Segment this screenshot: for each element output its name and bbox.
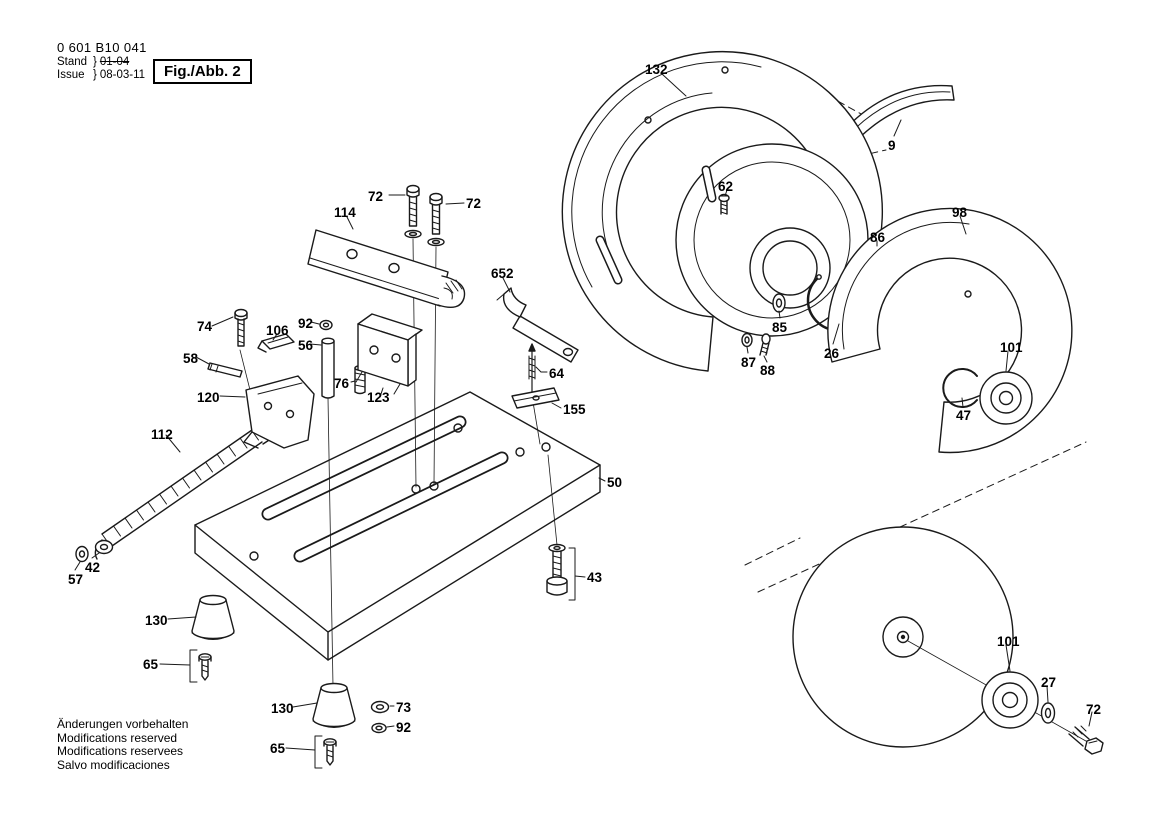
wrench-652 [496,287,579,363]
screw-62 [718,193,730,215]
stand-value: 01-04 [99,56,130,68]
inner-guard-housing [675,143,869,337]
right-blade-guard [827,207,1073,454]
clamp-plate-106 [257,333,295,353]
washer-85 [772,293,786,313]
modifications-note: Änderungen vorbehalten Modifications res… [57,717,189,772]
pin-58 [207,362,243,378]
ring-47 [942,368,978,408]
stand-brace: } [93,56,97,68]
bushing-42 [94,539,114,555]
blade-flange-upper [979,371,1033,425]
figure-label: Fig./Abb. 2 [153,59,252,84]
issue-label: Issue [57,69,85,81]
screw-65-front [189,649,212,683]
washer-92-upper [319,319,333,331]
modifications-line-es: Salvo modificaciones [57,757,170,772]
title-block: 0 601 B10 041 Stand}01-04 Issue}08-03-11 [57,40,147,81]
pin-64 [528,343,536,401]
issue-value: 08-03-11 [99,69,146,81]
modifications-line-en: Modifications reserved [57,730,178,745]
washer-92-lower [371,722,387,734]
leader-lines [74,73,1093,751]
screw-72-pair [404,184,445,247]
modifications-line-de: Änderungen vorbehalten [57,717,189,731]
plate-155 [511,387,560,409]
issue-brace: } [93,69,97,81]
rubber-foot-front [191,594,235,640]
pin-56 [321,337,335,399]
rubber-foot-rear [312,682,356,728]
part-number: 0 601 B10 041 [57,40,147,55]
bracket-114 [307,229,466,308]
modifications-line-fr: Modifications reservees [57,744,184,758]
foot-bolt-43 [546,543,576,601]
blade-flange-lower [981,671,1039,729]
washer-87 [741,332,753,348]
bracket-123 [355,313,423,395]
screw-88 [759,333,771,356]
issue-line: Issue}08-03-11 [57,69,147,81]
stand-line: Stand}01-04 [57,56,147,68]
machine-base [194,391,601,661]
washer-73 [370,700,390,714]
bracket-120 [243,375,315,449]
stand-label: Stand [57,56,88,68]
blade-bolt [1068,725,1104,755]
washer-27 [1040,702,1056,724]
screw-74 [234,308,248,347]
washer-57 [75,545,89,563]
screw-65-rear [314,735,337,769]
